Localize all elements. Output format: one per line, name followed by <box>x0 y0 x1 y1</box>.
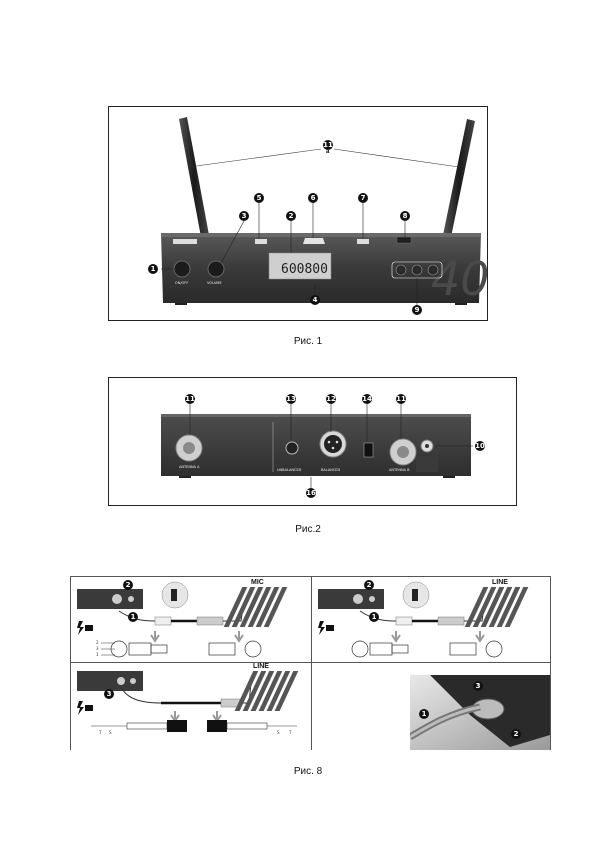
balanced-label: BALANCED <box>321 468 341 472</box>
panel-b-line: 2 1 LINE <box>312 577 550 662</box>
antenna-b-label: ANTENNA B <box>389 468 410 472</box>
unbalanced-label: UNBALANCED <box>277 468 302 472</box>
callout-4: 4 <box>310 295 320 305</box>
callout-14: 14 <box>362 394 372 404</box>
volume-knob <box>207 260 225 278</box>
callout-8: 8 <box>400 211 410 221</box>
figure-2-rear-panel: ANTENNA A UNBALANCED BALANCED ANTENNA B … <box>108 377 517 506</box>
power-label: ON/OFF <box>175 281 189 285</box>
figure-8-connections: 2 3 1 2 1 MIC <box>70 576 551 750</box>
callout-11-sub: a <box>326 149 330 155</box>
receiver-front-illustration: 40 600800 <box>161 117 489 306</box>
callout-5: 5 <box>254 193 264 203</box>
panel-d-callout-2: 2 <box>511 729 521 739</box>
receiver-rear-illustration <box>161 404 473 488</box>
power-knob <box>173 260 191 278</box>
panel-a-label: MIC <box>251 579 264 586</box>
callout-9: 9 <box>412 305 422 315</box>
panel-b-callout-2: 2 <box>364 580 374 590</box>
panel-a-mic: 2 3 1 2 1 MIC <box>71 577 311 662</box>
right-antenna <box>443 119 475 237</box>
panel-d-callout-3: 3 <box>473 681 483 691</box>
callout-1: 1 <box>148 264 158 274</box>
callout-11-right: 11 <box>396 394 406 404</box>
volume-label: VOLUME <box>207 281 222 285</box>
callout-11: 11 <box>323 140 333 150</box>
callout-3: 3 <box>239 211 249 221</box>
lcd-display <box>268 252 332 280</box>
panel-b-label: LINE <box>492 579 508 586</box>
antenna-a-label: ANTENNA A <box>179 465 200 469</box>
callout-6: 6 <box>308 193 318 203</box>
svg-text:600800: 600800 <box>281 262 328 277</box>
fig1-caption: Рис. 1 <box>293 336 323 347</box>
callout-2: 2 <box>286 211 296 221</box>
figure-1-front-panel: 40 600800 ON/OFF VOLUME 11 a <box>108 106 489 321</box>
panel-a-callout-1: 1 <box>128 612 138 622</box>
fig2-caption: Рис.2 <box>295 524 321 535</box>
svg-text:40: 40 <box>431 252 489 306</box>
fig8-caption: Рис. 8 <box>293 766 323 777</box>
panel-d-callout-1: 1 <box>419 709 429 719</box>
panel-c-callout-3: 3 <box>104 689 114 699</box>
left-antenna <box>179 117 209 237</box>
panel-b-callout-1: 1 <box>369 612 379 622</box>
panel-c-label: LINE <box>253 663 269 670</box>
callout-11-left: 11 <box>185 394 195 404</box>
callout-12: 12 <box>326 394 336 404</box>
callout-13: 13 <box>286 394 296 404</box>
panel-a-callout-2: 2 <box>123 580 133 590</box>
panel-d-photo: 3 1 2 <box>410 675 550 750</box>
callout-7: 7 <box>358 193 368 203</box>
callout-16: 16 <box>306 488 316 498</box>
panel-c-line: T S S T 3 LINE <box>71 663 311 750</box>
callout-10: 10 <box>475 441 485 451</box>
